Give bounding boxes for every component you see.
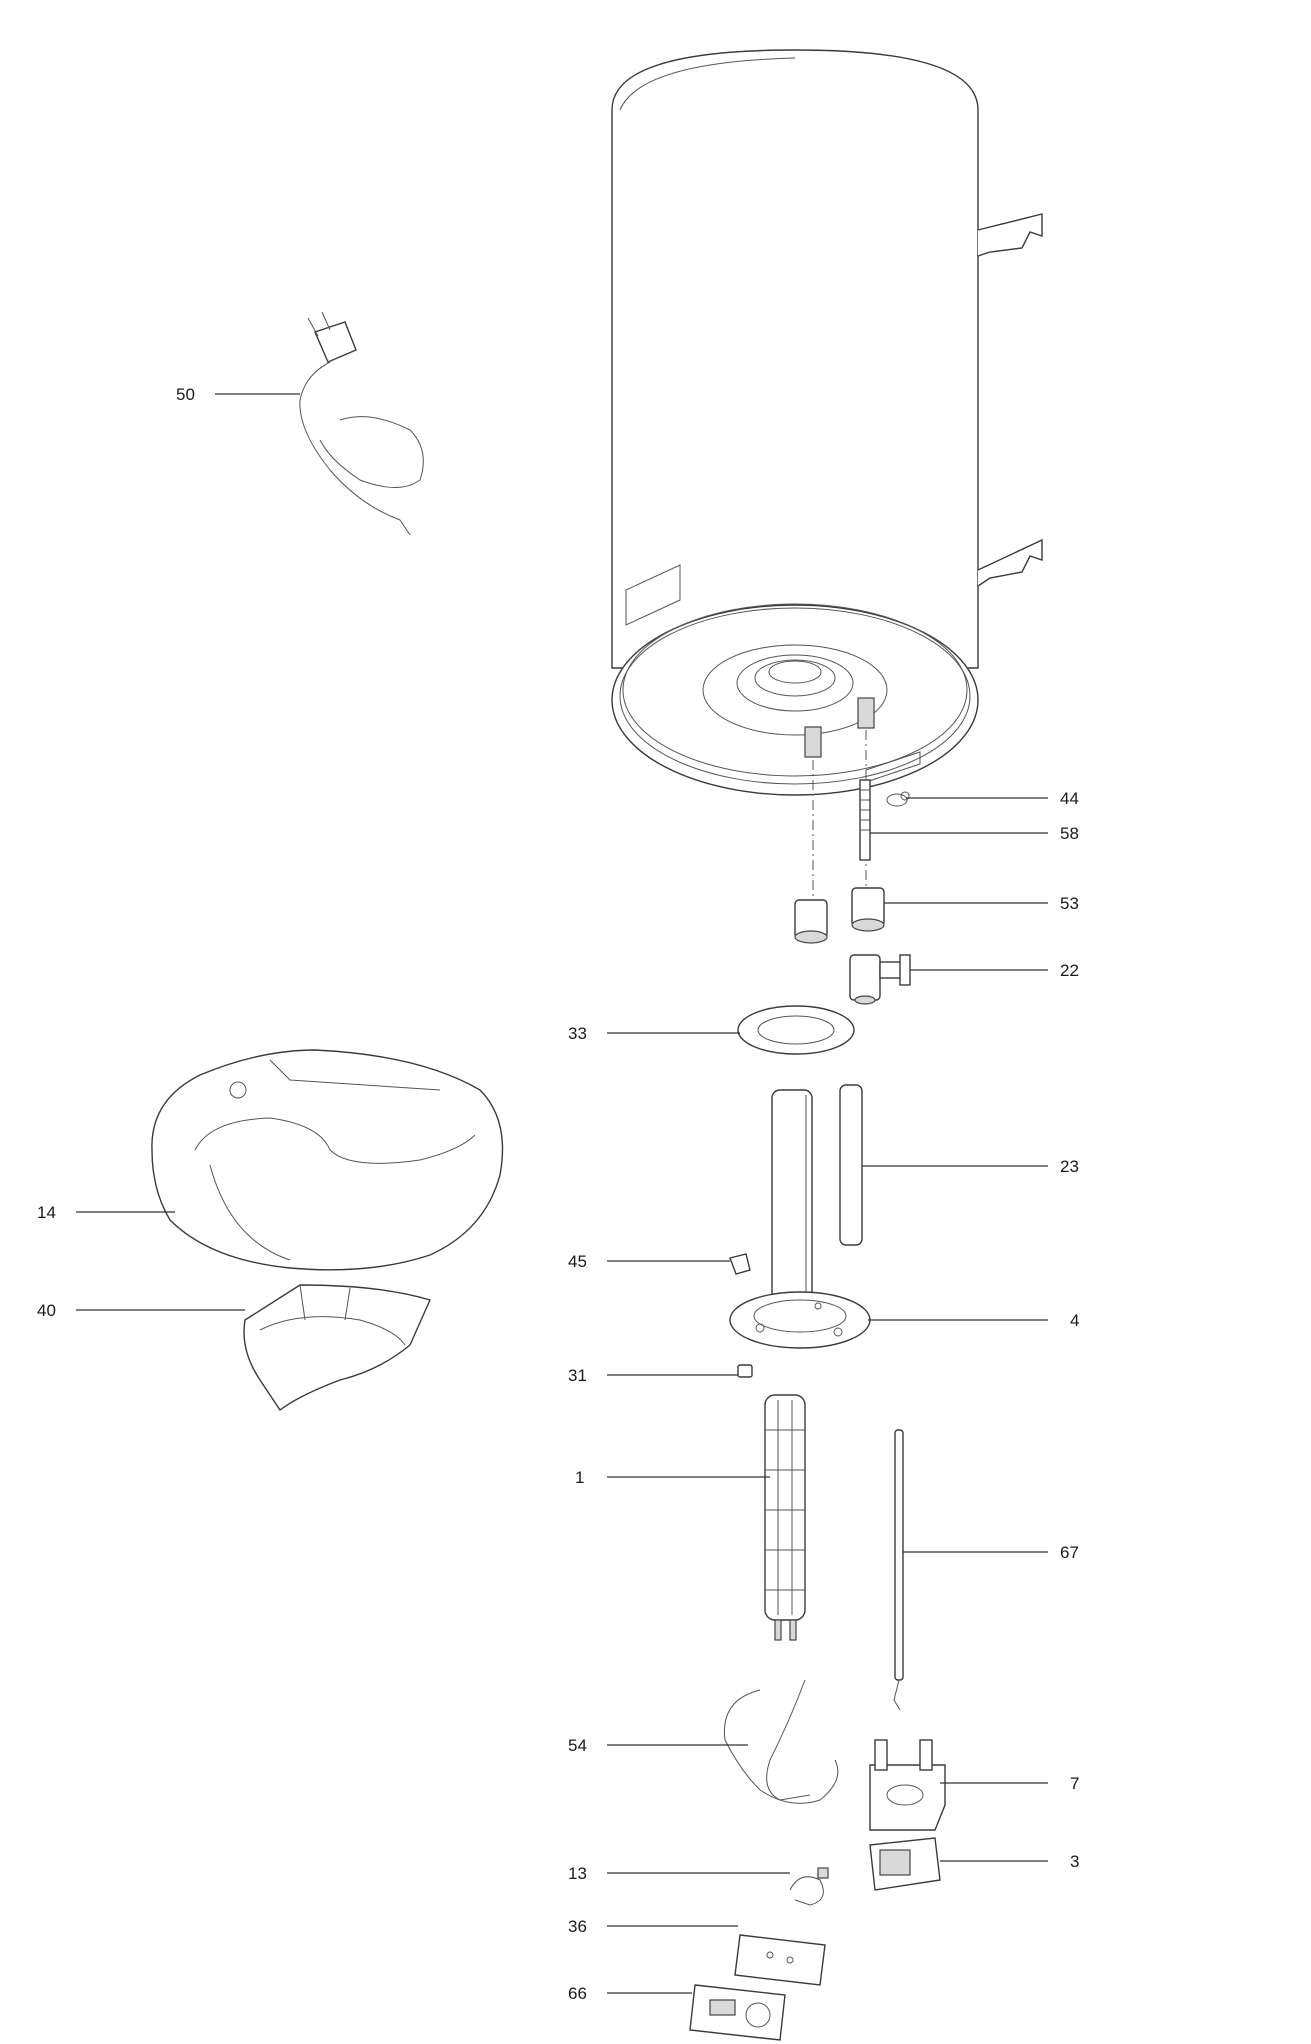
part-22-valve: [849, 954, 911, 1005]
part-66-board: [689, 1984, 786, 2041]
part-14-cover: [151, 1049, 504, 1271]
part-33-gasket: [737, 1005, 855, 1055]
callout-14: 14: [37, 1203, 56, 1222]
part-23-tube: [771, 1084, 863, 1331]
part-45-elbow: [729, 1253, 751, 1275]
part-40-cover: [243, 1284, 431, 1412]
callout-44: 44: [1060, 789, 1079, 808]
callout-67: 67: [1060, 1543, 1079, 1562]
callout-3: 3: [1070, 1852, 1079, 1871]
callout-58: 58: [1060, 824, 1079, 843]
callout-23: 23: [1060, 1157, 1079, 1176]
callout-7: 7: [1070, 1774, 1079, 1793]
callout-22: 22: [1060, 961, 1079, 980]
callout-1: 1: [575, 1468, 584, 1487]
part-4-flange: [729, 1291, 871, 1349]
part-44-clip: [886, 791, 910, 807]
callout-53: 53: [1060, 894, 1079, 913]
callout-45: 45: [568, 1252, 587, 1271]
part-53-fittings: [794, 887, 885, 944]
part-13-cable: [789, 1867, 829, 1906]
callout-33: 33: [568, 1024, 587, 1043]
power-cord: [299, 311, 424, 536]
callout-4: 4: [1070, 1311, 1079, 1330]
part-1-heater: [764, 1394, 806, 1641]
callout-40: 40: [37, 1301, 56, 1320]
callout-36: 36: [568, 1917, 587, 1936]
part-36-board: [734, 1934, 826, 1986]
water-tank: [611, 49, 1043, 796]
callout-13: 13: [568, 1864, 587, 1883]
part-54-harness: [723, 1679, 839, 1804]
part-58-rod: [859, 779, 871, 861]
part-67-probe: [893, 1429, 904, 1711]
part-31-nut: [737, 1364, 753, 1378]
part-7-bracket: [869, 1739, 946, 1831]
callout-50: 50: [176, 385, 195, 404]
callout-31: 31: [568, 1366, 587, 1385]
callout-66: 66: [568, 1984, 587, 2003]
part-3-thermostat: [869, 1837, 941, 1891]
callout-54: 54: [568, 1736, 587, 1755]
